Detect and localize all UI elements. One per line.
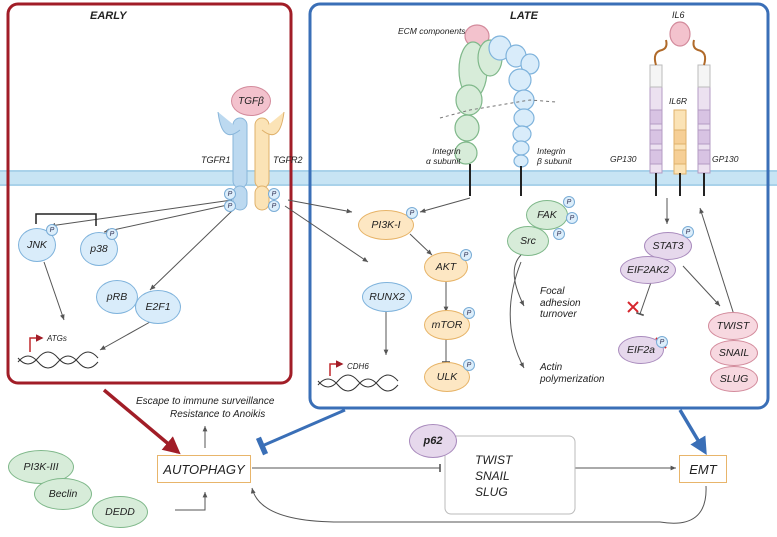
gp130-right-label: GP130 [712,154,739,164]
il6-label: IL6 [672,10,685,20]
cdh6-label: CDH6 [347,362,369,371]
ecm-label: ECM components [398,26,466,36]
escape-note: Escape to immune surveillance [136,396,275,407]
ulk-node: ULK [424,362,470,392]
prb-node: pRB [96,280,138,314]
gp130-left-label: GP130 [610,154,637,164]
autophagy-box: AUTOPHAGY [157,455,251,483]
fak-p2: P [566,212,578,224]
akt-p: P [460,249,472,261]
p38-p: P [106,228,118,240]
tgfr1-p2: P [224,200,236,212]
late-panel [308,2,770,410]
emt-factor-slug: SLUG [475,485,508,500]
pi3k-i-node: PI3K-I [358,210,414,240]
il6-receptor [649,21,711,196]
tgf-receptor [217,111,285,211]
bottom-arrows [102,388,707,524]
integrin-alpha [454,24,503,196]
src-p: P [553,228,565,240]
emt-factors-box [444,435,576,515]
slug-node: SLUG [710,366,758,392]
il6r-label: IL6R [669,96,687,106]
dna-early [17,334,99,369]
runx2-node: RUNX2 [362,282,412,312]
emt-box: EMT [679,455,727,483]
p62-node: p62 [409,424,457,458]
emt-factor-twist: TWIST [475,453,513,467]
tgfr1-label: TGFR1 [201,155,231,165]
integrin-beta [488,35,540,196]
snail-node: SNAIL [710,340,758,366]
pi3k-i-p: P [406,207,418,219]
emt-factor-snail: SNAIL [475,469,510,484]
atgs-label: ATGs [47,334,67,343]
dedd-node: DEDD [92,496,148,528]
anoikis-note: Resistance to Anoikis [170,409,266,420]
tgfr1-p1: P [224,188,236,200]
early-arrows [35,199,236,351]
emt-factor-list: TWIST SNAIL SLUG [475,452,512,501]
mtor-node: mTOR [424,310,470,340]
ulk-p: P [463,359,475,371]
tgfr2-p1: P [268,188,280,200]
eif2a-p: P [656,336,668,348]
cell-membrane [0,170,777,186]
dna-late [317,360,399,392]
src-node: Src [507,226,549,256]
jnk-p: P [46,224,58,236]
mtor-p: P [463,307,475,319]
e2f1-node: E2F1 [135,290,181,324]
tgfb-ligand: TGFβ [231,86,271,116]
early-panel [6,2,293,385]
twist-node: TWIST [708,312,758,340]
fak-p1: P [563,196,575,208]
beclin-node: Beclin [34,478,92,510]
late-panel-label: LATE [510,10,538,22]
early-panel-label: EARLY [90,10,127,22]
eif2ak2-node: EIF2AK2 [620,256,676,284]
tgfr2-label: TGFR2 [273,155,303,165]
stat3-p: P [682,226,694,238]
tgfr2-p2: P [268,200,280,212]
